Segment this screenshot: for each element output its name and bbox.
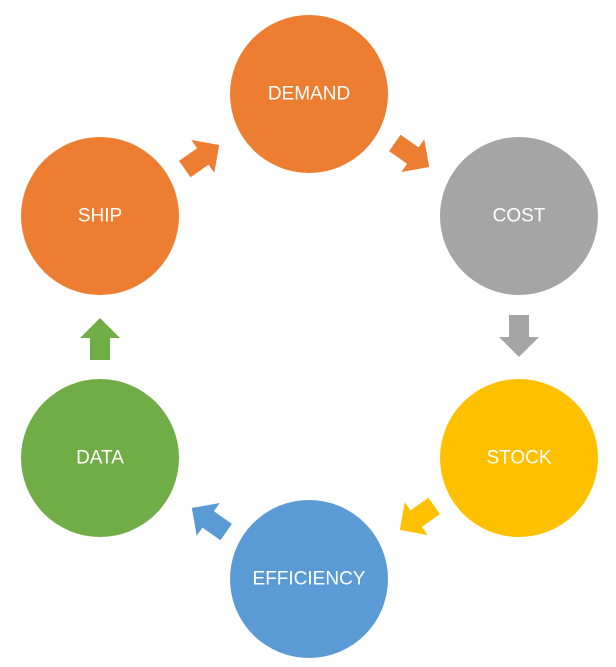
arrow-data-to-ship-icon [80, 318, 120, 360]
arrow-demand-to-cost-icon [389, 134, 430, 172]
node-demand: DEMAND [230, 15, 388, 173]
node-stock-circle [440, 379, 598, 537]
node-stock-label: STOCK [486, 448, 551, 469]
node-cost-circle [440, 137, 598, 295]
node-data-circle [21, 379, 179, 537]
node-demand-circle [230, 15, 388, 173]
node-demand-label: DEMAND [268, 84, 350, 105]
node-ship-label: SHIP [78, 206, 122, 227]
node-efficiency-label: EFFICIENCY [253, 569, 366, 590]
node-data-label: DATA [76, 448, 124, 469]
node-cost: COST [440, 137, 598, 295]
node-efficiency-circle [230, 500, 388, 658]
node-cost-label: COST [493, 206, 546, 227]
arrow-ship-to-demand-icon [179, 140, 220, 178]
node-ship-circle [21, 137, 179, 295]
arrow-stock-to-efficiency-icon [399, 497, 440, 535]
node-ship: SHIP [21, 137, 179, 295]
arrow-efficiency-to-data-icon [191, 503, 232, 541]
node-data: DATA [21, 379, 179, 537]
arrow-cost-to-stock-icon [499, 315, 539, 357]
node-efficiency: EFFICIENCY [230, 500, 388, 658]
node-stock: STOCK [440, 379, 598, 537]
